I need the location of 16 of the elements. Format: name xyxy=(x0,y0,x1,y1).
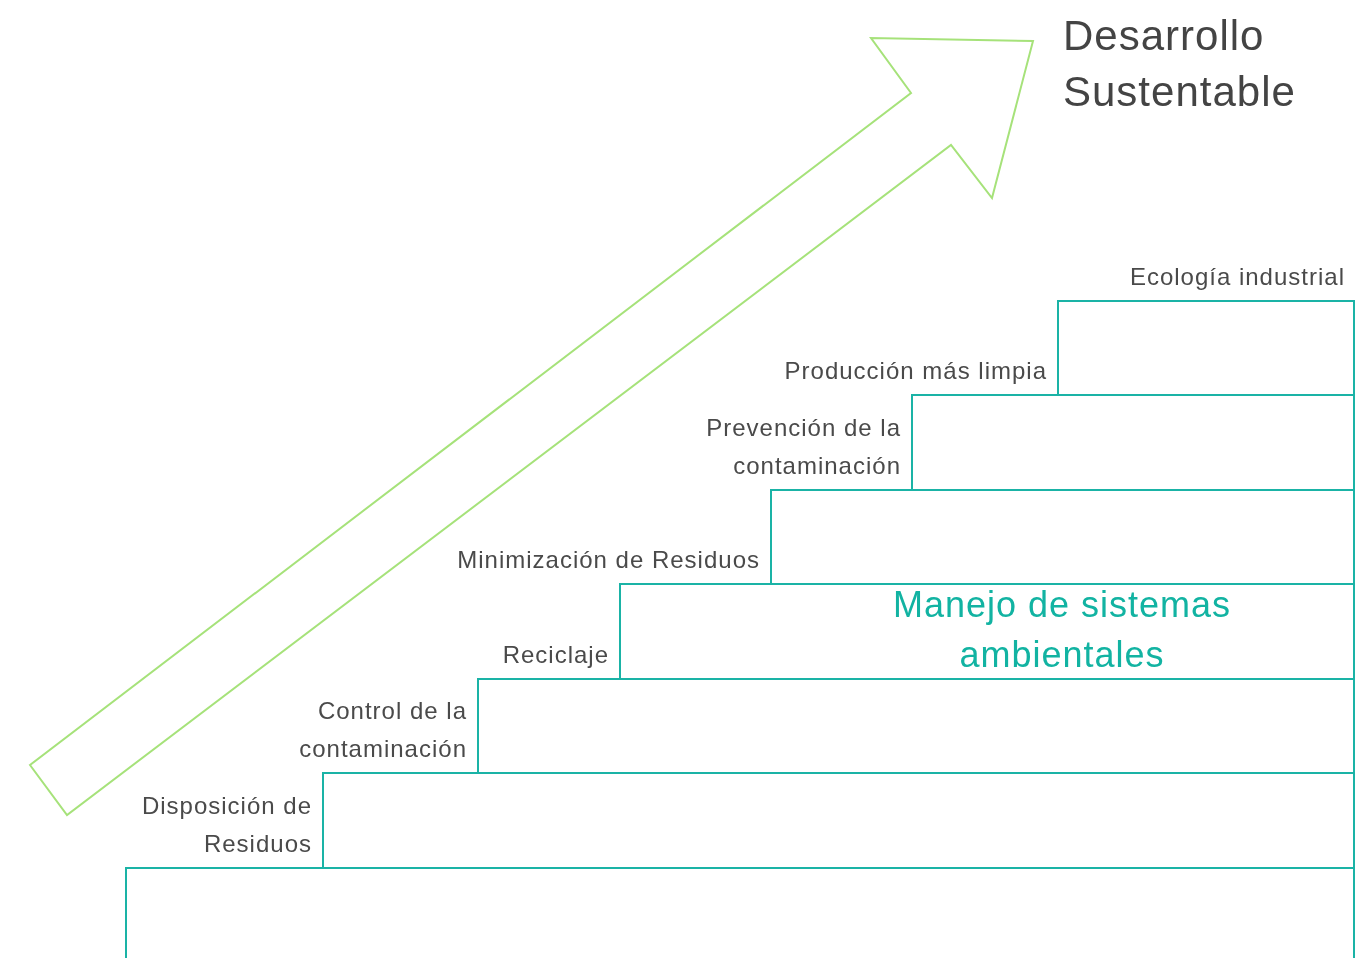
band-label: Manejo de sistemas ambientales xyxy=(891,583,1233,677)
step-label: Minimización de Residuos xyxy=(456,545,760,575)
stair-step xyxy=(911,394,1355,491)
step-label: Control de la contaminación xyxy=(298,696,467,764)
step-label: Ecología industrial xyxy=(1128,262,1345,292)
stair-step xyxy=(125,867,1355,958)
title: Desarrollo Sustentable xyxy=(1063,11,1297,117)
step-label: Reciclaje xyxy=(501,640,609,670)
step-label: Disposición de Residuos xyxy=(140,791,312,859)
stair-step xyxy=(1057,300,1355,396)
stair-step xyxy=(477,678,1355,774)
stair-step xyxy=(322,772,1355,869)
stair-step xyxy=(619,583,1355,680)
stair-step xyxy=(770,489,1355,585)
step-label: Prevención de la contaminación xyxy=(705,413,901,481)
step-label: Producción más limpia xyxy=(783,356,1047,386)
